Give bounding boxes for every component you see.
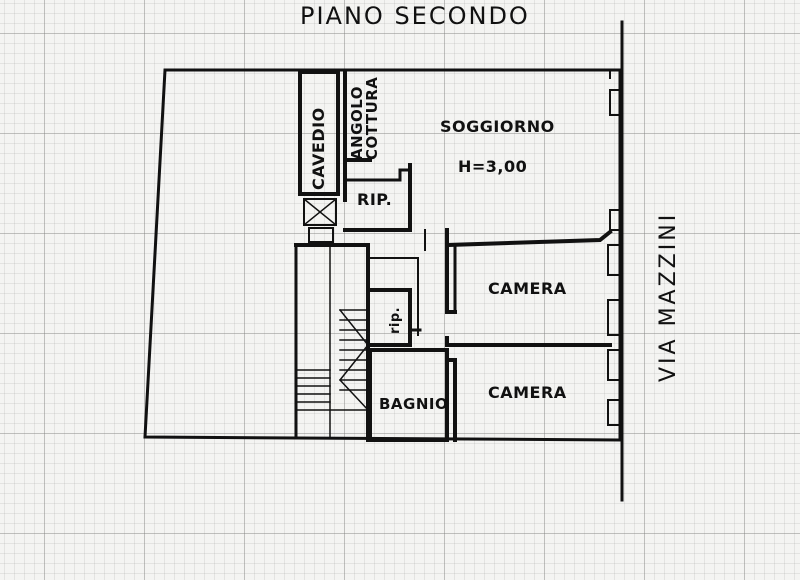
stairs — [295, 308, 370, 412]
camera-divider — [445, 336, 612, 347]
room-height-label: H=3,00 — [458, 157, 528, 176]
street-label: VIA MAZZINI — [656, 211, 681, 382]
windows — [607, 69, 621, 426]
bagnio-wall — [368, 348, 449, 442]
room-label-soggiorno: SOGGIORNO — [440, 117, 555, 136]
room-label-cavedio: CAVEDIO — [309, 107, 328, 190]
room-label-rip-upper: RIP. — [357, 190, 393, 209]
outer-wall — [143, 68, 622, 442]
soggiorno-wall — [445, 228, 613, 248]
room-label-camera-upper: CAMERA — [488, 279, 567, 298]
room-label-bagnio: BAGNIO — [379, 395, 449, 413]
room-label-rip-lower: rip. — [388, 306, 403, 334]
room-label-cottura: COTTURA — [363, 76, 381, 160]
plan-title: PIANO SECONDO — [300, 2, 530, 30]
closet-wall — [366, 288, 412, 347]
room-label-camera-lower: CAMERA — [488, 383, 567, 402]
vent-box — [303, 198, 337, 226]
cavedio-wall — [298, 70, 340, 196]
